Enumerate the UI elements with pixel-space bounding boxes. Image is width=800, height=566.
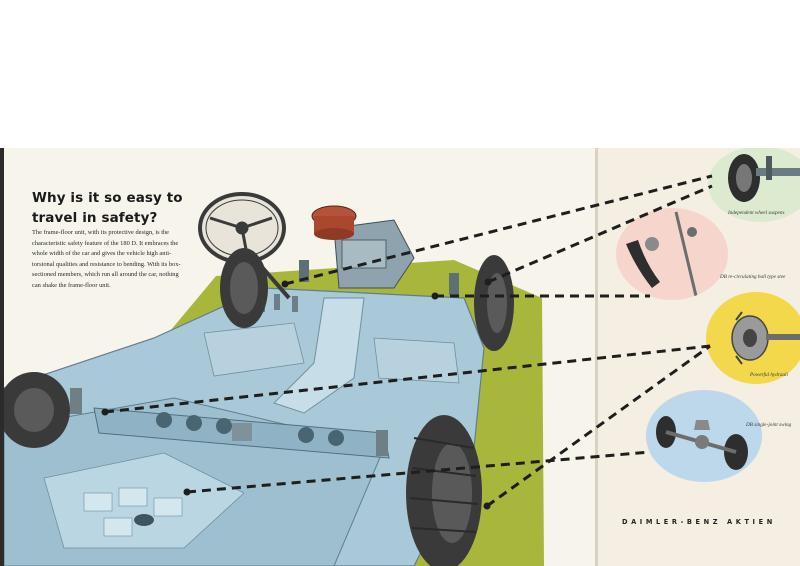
swing-axle-callout xyxy=(646,390,762,482)
left-page: Why is it so easy to travel in safety? T… xyxy=(4,148,596,566)
brakes-callout xyxy=(706,292,800,384)
suspension-callout xyxy=(708,148,800,222)
front-right-tire xyxy=(474,255,514,351)
brakes-caption: Powerful hydrauli xyxy=(750,372,788,378)
scan-margin xyxy=(0,0,800,148)
rear-left-tire xyxy=(4,372,70,448)
rear-right-tire xyxy=(406,415,482,566)
steering-caption: DB re-circulating ball type stee xyxy=(720,274,786,280)
suspension-illustration xyxy=(728,154,800,202)
company-name: DAIMLER-BENZ AKTIEN xyxy=(622,518,776,526)
page-headline: Why is it so easy to travel in safety? xyxy=(32,190,183,226)
brake-drum-illustration xyxy=(731,311,800,365)
suspension-caption: Independent wheel suspens xyxy=(728,210,785,216)
steering-illustration xyxy=(626,211,698,297)
steering-callout xyxy=(616,208,728,300)
swing-axle-caption: DB single-joint swing xyxy=(746,422,792,428)
scan-edge xyxy=(0,148,4,566)
body-paragraph: The frame-floor unit, with its protectiv… xyxy=(32,229,181,289)
front-left-tire xyxy=(220,248,268,328)
swing-axle-illustration xyxy=(656,416,748,470)
right-page: Independent wheel suspens DB re-circulat… xyxy=(598,148,800,566)
